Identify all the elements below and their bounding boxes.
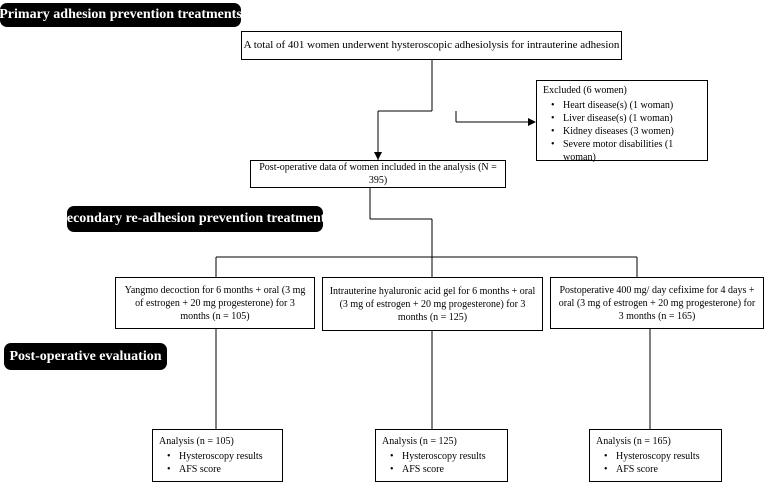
analysis-item: Hysteroscopy results [167,450,276,463]
analysis-item: AFS score [390,463,501,476]
analysis-item: Hysteroscopy results [390,450,501,463]
banner-secondary-treatments: Secondary re-adhesion prevention treatme… [59,206,331,232]
analysis-box-3: Analysis (n = 165) Hysteroscopy results … [589,429,722,482]
analysis-title: Analysis (n = 125) [382,436,457,447]
arrow-head-right [528,118,536,126]
total-women-text: A total of 401 women underwent hysterosc… [243,39,620,51]
excluded-box: Excluded (6 women) Heart disease(s) (1 w… [536,80,708,164]
excluded-item: Severe motor disabilities (1 woman) [551,138,701,164]
analysis-item: AFS score [167,463,276,476]
analysis-list: Hysteroscopy results AFS score [382,450,501,476]
total-women-box: A total of 401 women underwent hysterosc… [241,31,622,60]
group-box-yangmo: Yangmo decoction for 6 months + oral (3 … [115,277,315,329]
included-analysis-text: Post-operative data of women included in… [259,162,497,186]
analysis-box-2: Analysis (n = 125) Hysteroscopy results … [375,429,508,482]
banner-primary-treatments: Primary adhesion prevention treatments [0,3,242,27]
excluded-item: Liver disease(s) (1 woman) [551,112,701,125]
group-box-cefixime: Postoperative 400 mg/ day cefixime for 4… [550,277,764,329]
banner-secondary-label: Secondary re-adhesion prevention treatme… [59,211,331,226]
analysis-title: Analysis (n = 165) [596,436,671,447]
analysis-list: Hysteroscopy results AFS score [596,450,715,476]
banner-evaluation-label: Post-operative evaluation [9,348,162,364]
group-text: Yangmo decoction for 6 months + oral (3 … [124,284,306,322]
group-text: Intrauterine hyaluronic acid gel for 6 m… [329,285,536,323]
analysis-item: Hysteroscopy results [604,450,715,463]
analysis-list: Hysteroscopy results AFS score [159,450,276,476]
group-box-hyaluronic: Intrauterine hyaluronic acid gel for 6 m… [322,277,543,331]
analysis-title: Analysis (n = 105) [159,436,234,447]
excluded-list: Heart disease(s) (1 woman) Liver disease… [543,99,701,164]
group-text: Postoperative 400 mg/ day cefixime for 4… [558,284,756,322]
excluded-item: Heart disease(s) (1 woman) [551,99,701,112]
analysis-item: AFS score [604,463,715,476]
banner-post-operative-evaluation: Post-operative evaluation [4,343,167,370]
banner-primary-label: Primary adhesion prevention treatments [0,7,242,22]
excluded-item: Kidney diseases (3 women) [551,125,701,138]
arrow-head-down [374,152,382,160]
included-analysis-box: Post-operative data of women included in… [250,160,506,188]
analysis-box-1: Analysis (n = 105) Hysteroscopy results … [152,429,283,482]
excluded-title: Excluded (6 women) [543,85,627,96]
